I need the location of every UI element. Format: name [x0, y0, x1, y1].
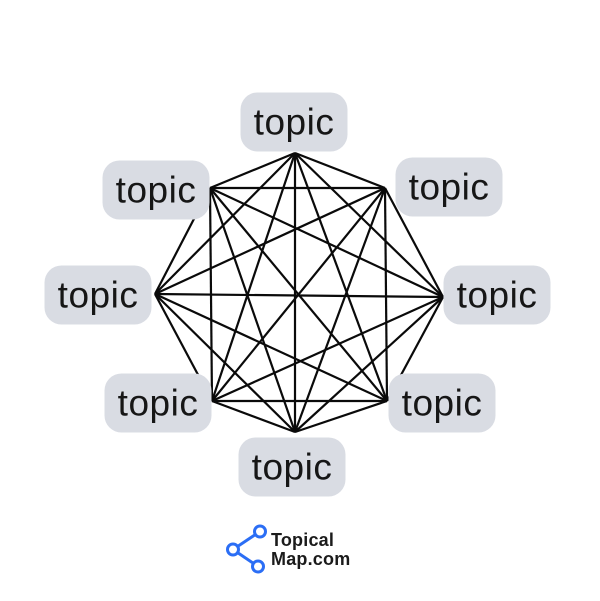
topic-node-left: topic [44, 265, 152, 325]
edge-top-right-bottom [293, 187, 387, 433]
edge-top-right-left [154, 187, 386, 295]
edge-top-right [294, 152, 444, 298]
edge-bottom-right-top-left [209, 187, 388, 402]
edge-bottom-right-bottom [294, 399, 388, 434]
edge-bottom-right-left [154, 293, 388, 402]
topic-node-top-right: topic [395, 157, 503, 217]
topic-node-bottom: topic [238, 437, 346, 497]
logo-wordmark: Topical Map.com [271, 529, 351, 569]
edge-top-top-right [294, 151, 386, 190]
share-network-icon-strokes [226, 524, 267, 574]
edge-right-bottom-left [211, 295, 444, 403]
topicalmap-logo: Topical Map.com [225, 523, 350, 576]
topic-node-top: topic [240, 92, 348, 152]
edge-right-top-left [209, 187, 444, 298]
edge-top-right-bottom-right [383, 187, 389, 402]
topic-node-bottom-left: topic [104, 373, 212, 433]
edge-top-right-right [384, 187, 444, 298]
logo-text-line2: Map.com [271, 548, 351, 569]
edge-bottom-top-left [208, 187, 297, 433]
edge-top-top-left [209, 151, 296, 190]
topic-node-right: topic [443, 265, 551, 325]
edge-top-bottom-right [293, 152, 389, 402]
topic-node-bottom-right: topic [388, 373, 496, 433]
edge-bottom-left-top-left [208, 187, 214, 402]
edge-bottom-left [154, 293, 296, 433]
edge-bottom-bottom-left [211, 399, 296, 434]
edge-top-left [154, 152, 296, 295]
share-network-icon [226, 524, 267, 574]
topic-node-top-left: topic [102, 160, 210, 220]
edge-top-bottom-left [210, 152, 297, 402]
edge-right-bottom [294, 296, 444, 433]
logo-text-line1: Topical [271, 529, 335, 550]
